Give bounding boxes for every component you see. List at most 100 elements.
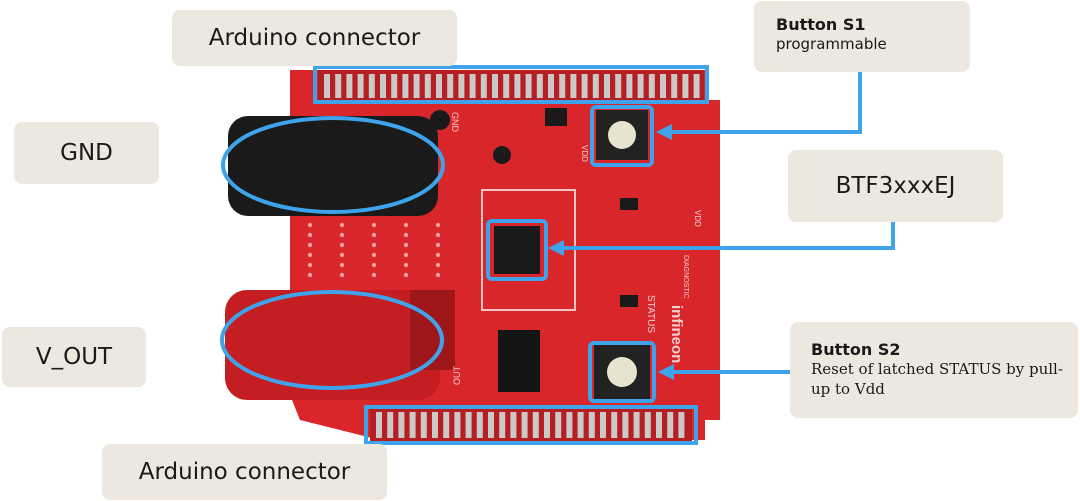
header-pin	[548, 74, 554, 98]
header-pin	[391, 74, 398, 98]
pointer-s1	[670, 68, 862, 134]
via-dot	[403, 272, 409, 278]
via-dot	[435, 232, 441, 238]
header-pin	[637, 74, 644, 98]
header-pin	[611, 412, 618, 438]
bottom-header	[370, 408, 692, 442]
silk-status: STATUS	[645, 295, 656, 333]
header-pin	[458, 74, 465, 98]
via-dot	[371, 222, 377, 228]
header-pin	[514, 74, 521, 98]
capacitor-1	[430, 110, 450, 130]
header-pin	[604, 74, 610, 98]
silk-vdd-2: VDD	[693, 210, 702, 227]
arrow-s1	[656, 124, 672, 140]
via-grid	[307, 222, 441, 278]
label-s2-title: Button S2	[811, 340, 901, 359]
header-pin	[335, 74, 342, 98]
via-dot	[403, 232, 409, 238]
via-dot	[339, 262, 345, 268]
highlight-button-s2	[588, 341, 656, 403]
via-dot	[307, 232, 313, 238]
header-pin	[432, 412, 438, 438]
header-pin	[436, 74, 442, 98]
label-btf-text: BTF3xxxEJ	[835, 173, 956, 199]
component-1	[545, 108, 567, 126]
header-pin	[622, 412, 629, 438]
header-pin	[398, 412, 405, 438]
label-s1-desc: programmable	[776, 35, 887, 53]
silk-vdd: VDD	[580, 145, 589, 162]
header-pin	[544, 412, 550, 438]
transistor-1	[620, 198, 638, 210]
highlight-vout	[220, 290, 444, 390]
via-dot	[307, 252, 313, 258]
header-pin	[667, 412, 674, 438]
header-pin	[380, 74, 386, 98]
via-dot	[339, 252, 345, 258]
via-dot	[403, 262, 409, 268]
via-dot	[435, 222, 441, 228]
gnd-terminal	[228, 116, 438, 216]
header-pin	[368, 74, 375, 98]
header-pin	[476, 412, 483, 438]
via-dot	[339, 232, 345, 238]
silk-brand: infineon	[668, 305, 685, 363]
silk-diagnostic: DIAGNOSTIC	[682, 255, 689, 299]
header-pin	[402, 74, 409, 98]
header-pin	[420, 412, 427, 438]
label-vout-text: V_OUT	[35, 344, 113, 370]
jumper-header	[498, 330, 540, 392]
header-pin	[525, 74, 532, 98]
label-button-s1: Button S1 programmable	[754, 1, 970, 72]
header-pin	[443, 412, 450, 438]
header-pin	[324, 74, 330, 98]
highlight-gnd	[221, 116, 445, 214]
header-pin	[626, 74, 633, 98]
via-dot	[435, 252, 441, 258]
pointer-btf	[563, 222, 895, 250]
highlight-button-s1	[590, 105, 654, 167]
via-dot	[371, 242, 377, 248]
label-arduino-top-text: Arduino connector	[208, 25, 421, 51]
header-pin	[581, 74, 588, 98]
pointer-lines	[563, 68, 895, 374]
label-s1-title: Button S1	[776, 15, 866, 34]
top-header-pins	[318, 70, 704, 100]
header-pin	[424, 74, 431, 98]
via-dot	[307, 272, 313, 278]
button-s2-cap	[607, 357, 637, 387]
via-dot	[371, 232, 377, 238]
label-gnd: GND	[14, 122, 159, 184]
via-dot	[435, 242, 441, 248]
arrow-s2	[658, 364, 674, 380]
via-dot	[339, 222, 345, 228]
bottom-pin-row	[376, 412, 685, 438]
header-pin	[469, 74, 476, 98]
label-vout: V_OUT	[2, 327, 146, 387]
top-pin-row	[324, 74, 700, 98]
via-dot	[435, 272, 441, 278]
via-dot	[435, 262, 441, 268]
header-pin	[615, 74, 622, 98]
via-dot	[371, 262, 377, 268]
header-pin	[555, 412, 562, 438]
header-pin	[577, 412, 584, 438]
header-pin	[678, 412, 685, 438]
header-pin	[633, 412, 640, 438]
button-s1-cap	[608, 121, 636, 149]
btf-chip	[494, 226, 540, 274]
header-pin	[447, 74, 454, 98]
header-pin	[682, 74, 689, 98]
header-pin	[465, 412, 472, 438]
via-dot	[371, 252, 377, 258]
header-pin	[592, 74, 599, 98]
header-pin	[409, 412, 416, 438]
via-dot	[307, 242, 313, 248]
header-pin	[648, 74, 655, 98]
via-dot	[403, 252, 409, 258]
vout-terminal	[225, 290, 440, 400]
highlight-btf-chip	[486, 219, 548, 281]
via-dot	[307, 262, 313, 268]
